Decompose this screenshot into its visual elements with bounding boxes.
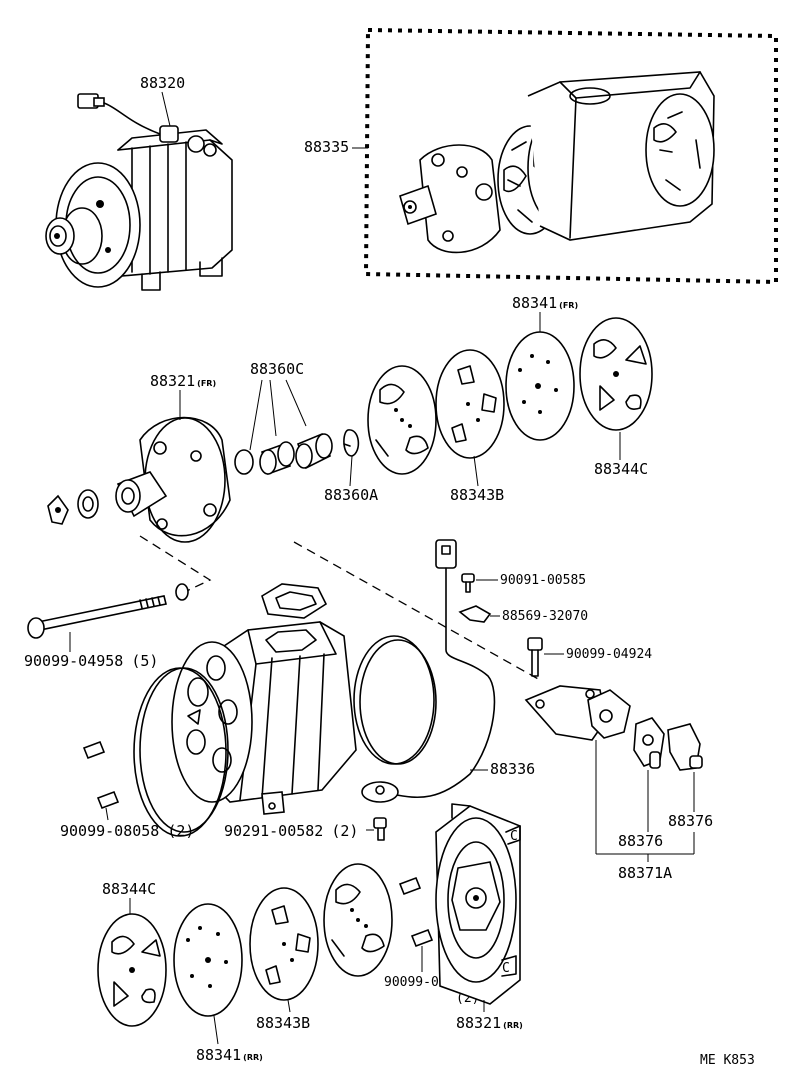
rear-housing-mark-c-bottom: C (502, 961, 510, 976)
shaft-seal-kit-88360c (234, 432, 333, 476)
kit-88335-box (363, 27, 778, 285)
label-90291-00582: 90291-00582(2) (224, 822, 358, 840)
through-bolt-90099-04958 (27, 583, 189, 639)
cylinder-block (171, 583, 357, 815)
label-88344c-bottom: 88344C (102, 880, 156, 898)
kit-88335-parts (399, 71, 715, 254)
valve-plate-top-1 (367, 365, 437, 475)
clip-88569-32070 (458, 605, 492, 623)
control-valve-bracket (524, 685, 631, 741)
label-88341-rr: 88341(RR) (196, 1046, 263, 1064)
gasket-88341-rr (173, 903, 243, 1017)
label-88343b-top: 88343B (450, 486, 504, 504)
rear-housing-mark-c-top: C (510, 829, 518, 844)
valve-plate-88344c-bottom (97, 913, 167, 1027)
label-90099-08058-left: 90099-08058(2) (60, 822, 194, 840)
control-valve-88376-b (667, 723, 703, 771)
label-88321-rr: 88321(RR) (456, 1014, 523, 1032)
bolt-90291-00582 (373, 817, 387, 841)
shaft-seal-parts (47, 489, 99, 525)
figure-code: ME K853 (700, 1053, 755, 1068)
guide-line-b (293, 541, 541, 681)
label-90091-00585: 90091-00585 (500, 573, 586, 588)
pin-left-2 (96, 790, 120, 810)
label-88376-b: 88376 (668, 812, 713, 830)
label-88360a: 88360A (324, 486, 378, 504)
label-90099-04958: 90099-04958(5) (24, 652, 158, 670)
label-88569-32070: 88569-32070 (502, 609, 588, 624)
snap-ring-88360a (343, 429, 360, 457)
o-ring-rear (353, 635, 437, 765)
label-88321-fr: 88321(FR) (150, 372, 216, 390)
label-88376-a: 88376 (618, 832, 663, 850)
rear-housing-88321: C C (435, 803, 521, 1005)
pin-left-1 (82, 740, 106, 760)
label-88371a: 88371A (618, 864, 672, 882)
bracket-lines-88371a (595, 740, 695, 862)
control-valve-88376-a (633, 717, 665, 769)
bolt-90099-04924 (527, 637, 543, 677)
label-88341-fr: 88341(FR) (512, 294, 578, 312)
label-88343b-bottom: 88343B (256, 1014, 310, 1032)
gasket-88341-fr (505, 331, 575, 441)
label-88335: 88335 (304, 138, 349, 156)
compressor-assembly-88320 (45, 93, 233, 291)
pin-right-2 (410, 928, 434, 948)
screw-90091-00585 (461, 573, 475, 593)
reed-valve-88343b-bottom (249, 887, 319, 1001)
label-88344c-top: 88344C (594, 460, 648, 478)
o-ring-front (133, 667, 229, 837)
label-88336: 88336 (490, 760, 535, 778)
label-90099-04924: 90099-04924 (566, 647, 652, 662)
valve-plate-88344c-top (579, 317, 653, 431)
valve-plate-bottom-4 (323, 863, 393, 977)
pin-right-1 (398, 876, 422, 896)
front-housing-88321 (115, 416, 231, 543)
thermo-switch-88336 (361, 539, 496, 803)
label-88320: 88320 (140, 74, 185, 92)
label-88360c: 88360C (250, 360, 304, 378)
guide-line-a (139, 535, 212, 597)
reed-valve-88343b-top (435, 349, 505, 459)
